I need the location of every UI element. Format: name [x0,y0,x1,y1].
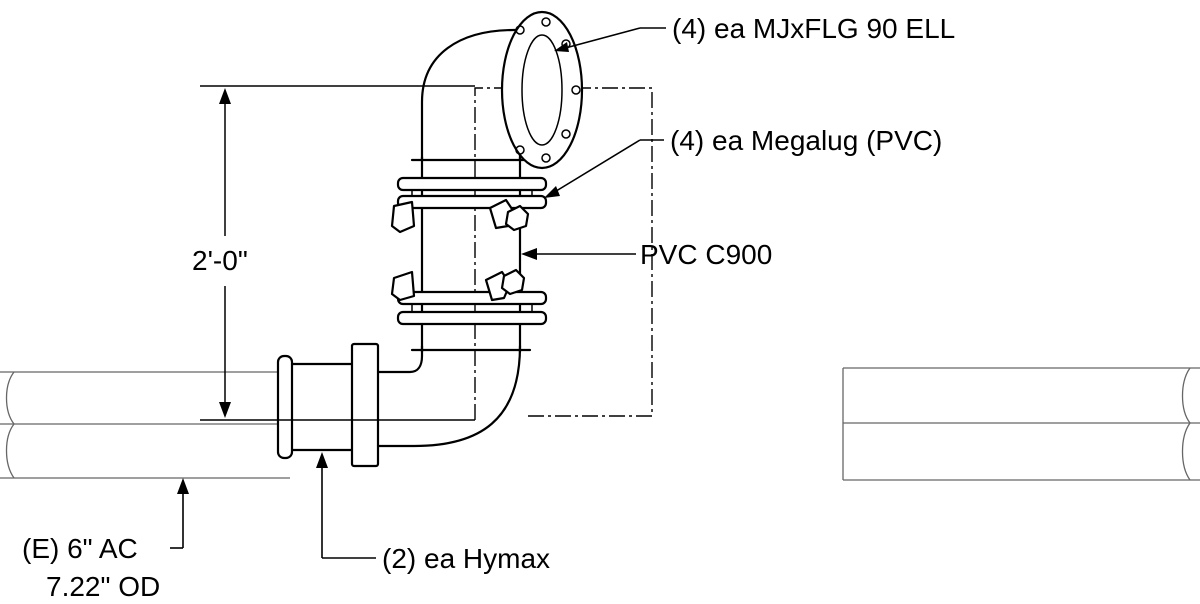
label-existing-pipe-line2: 7.22" OD [46,571,160,602]
dimension-2ft: 2'-0" [192,85,475,421]
existing-pipe-left [0,371,290,479]
callout-hymax: (2) ea Hymax [316,452,550,574]
bottom-elbow [376,344,522,448]
top-elbow [420,10,584,170]
label-existing-pipe-line1: (E) 6" AC [22,533,138,564]
dimension-label: 2'-0" [192,245,248,276]
label-pvc: PVC C900 [640,239,772,270]
callout-existing-pipe: (E) 6" AC 7.22" OD [22,478,189,602]
label-hymax: (2) ea Hymax [382,543,550,574]
bottom-flange [350,342,380,468]
callout-megalug: (4) ea Megalug (PVC) [544,125,942,198]
hymax-coupling [276,354,354,460]
label-elbow: (4) ea MJxFLG 90 ELL [672,13,955,44]
callout-elbow: (4) ea MJxFLG 90 ELL [554,13,955,52]
existing-pipe-right [842,367,1200,481]
label-megalug: (4) ea Megalug (PVC) [670,125,942,156]
upper-megalug [390,176,548,234]
callout-pvc: PVC C900 [521,239,772,270]
lower-megalug [390,268,548,326]
